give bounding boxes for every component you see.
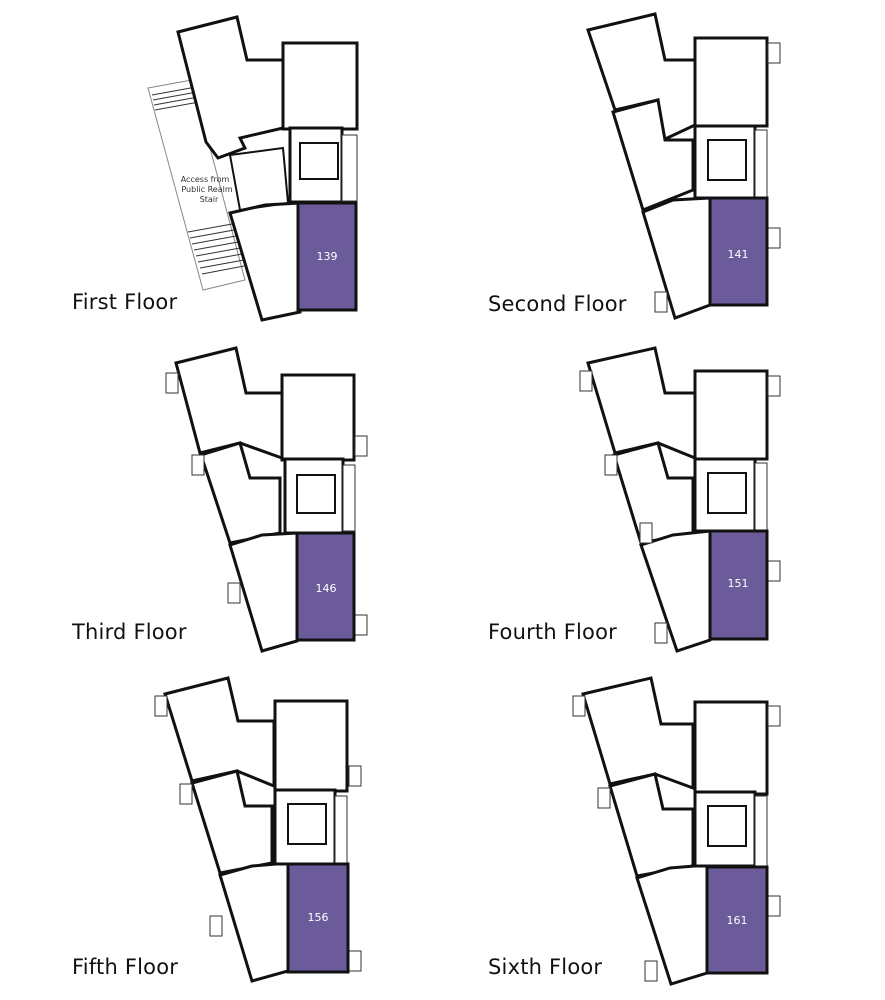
apartment-middle <box>199 441 282 545</box>
unit-151 <box>708 529 769 641</box>
unit-label: 161 <box>727 914 748 927</box>
apartment-northeast <box>693 700 769 796</box>
unit-156 <box>286 862 350 974</box>
floor-title: Fourth Floor <box>488 620 617 644</box>
floor-plan-fourth: 151 Fourth Floor <box>415 333 857 666</box>
floor-title: Second Floor <box>488 292 627 316</box>
floor-plan-second-drawing: 141 <box>586 12 781 320</box>
floor-plan-fifth: 156 Fifth Floor <box>0 666 442 999</box>
unit-139 <box>296 201 358 312</box>
stair-note-line-1: Access from <box>181 175 230 184</box>
unit-161 <box>705 865 769 975</box>
apartment-north <box>163 676 276 789</box>
apartment-north <box>586 346 697 461</box>
apartment-south <box>641 196 712 320</box>
apartment-middle <box>612 441 695 545</box>
unit-label: 156 <box>308 911 329 924</box>
apartment-south <box>639 529 712 653</box>
floor-plan-fourth-drawing: 151 <box>579 346 781 653</box>
apartment-northeast <box>273 699 349 793</box>
apartment-middle <box>608 772 695 878</box>
apartment-northeast <box>281 41 359 131</box>
stair-note-line-3: Stair <box>200 195 219 204</box>
floor-title: Sixth Floor <box>488 955 603 979</box>
public-realm-stair: Access from Public Realm Stair <box>147 79 246 291</box>
floor-plan-first: Access from Public Realm Stair 139 First… <box>0 0 442 333</box>
apartment-northeast <box>693 369 769 461</box>
unit-label: 146 <box>316 582 337 595</box>
floor-title: Third Floor <box>72 620 187 644</box>
floor-plan-third: 146 Third Floor <box>0 333 442 666</box>
unit-label: 151 <box>728 577 749 590</box>
floor-title: Fifth Floor <box>72 955 179 979</box>
apartment-north <box>174 346 284 461</box>
floor-plan-second: 141 Second Floor <box>415 0 857 333</box>
floor-plan-fifth-drawing: 156 <box>154 676 362 983</box>
core <box>288 126 344 204</box>
floor-plan-sixth-drawing: 161 <box>572 676 781 986</box>
unit-146 <box>295 531 356 642</box>
apartment-middle <box>190 769 274 875</box>
unit-label: 139 <box>317 250 338 263</box>
apartment-south <box>218 861 290 983</box>
stair-note-line-2: Public Realm <box>181 185 232 194</box>
unit-label: 141 <box>728 248 749 261</box>
floor-plan-third-drawing: 146 <box>165 346 368 653</box>
unit-141 <box>708 196 769 307</box>
core <box>283 457 345 535</box>
floor-plan-first-drawing: Access from Public Realm Stair 139 <box>147 15 359 322</box>
floor-plan-sixth: 161 Sixth Floor <box>415 666 857 999</box>
apartment-northeast <box>280 373 356 462</box>
apartment-north <box>581 676 695 791</box>
apartment-northeast <box>693 36 769 128</box>
floor-title: First Floor <box>72 290 178 314</box>
apartment-middle <box>611 98 695 212</box>
apartment-north <box>176 15 285 160</box>
